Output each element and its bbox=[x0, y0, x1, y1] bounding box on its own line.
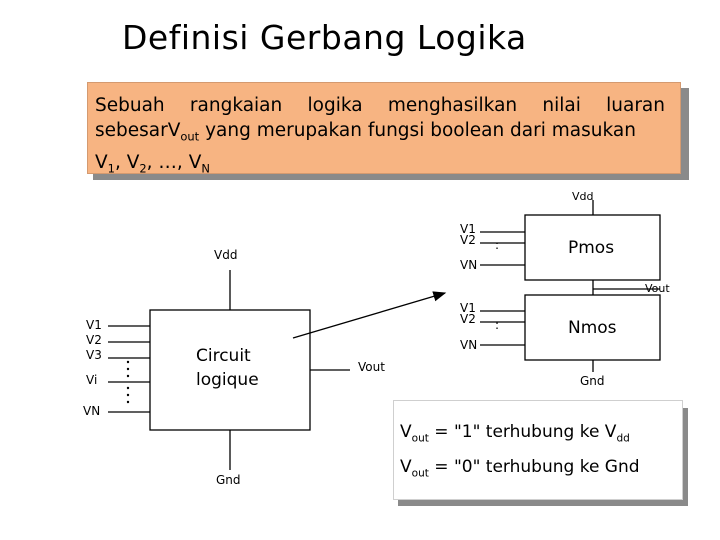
pmos-vdd-label: Vdd bbox=[572, 190, 594, 203]
pmos-dots: : bbox=[495, 238, 500, 252]
definition-line-3: V1, V2, …, VN bbox=[95, 150, 665, 182]
circuit-vout-label: Vout bbox=[358, 360, 385, 374]
def-v-out-text: sebesarV bbox=[95, 120, 181, 141]
rule1-text: = "1" terhubung ke V bbox=[428, 422, 617, 442]
pmos-input-label-vn: VN bbox=[460, 258, 478, 272]
rule1-v-sub: out bbox=[411, 432, 429, 445]
rule1-vdd-sub: dd bbox=[616, 432, 630, 445]
def-line2-rest: yang merupakan fungsi boolean dari masuk… bbox=[199, 120, 636, 141]
nmos-input-label-v1: V1 bbox=[460, 301, 476, 315]
definition-text: Sebuah rangkaian logika menghasilkan nil… bbox=[95, 93, 665, 181]
rule1-v: V bbox=[400, 422, 412, 442]
nmos-gnd-label: Gnd bbox=[580, 374, 605, 388]
rule2-text: = "0" terhubung ke Gnd bbox=[428, 457, 640, 477]
def-l3-s2: 2 bbox=[139, 161, 147, 176]
rule2-v-sub: out bbox=[411, 467, 429, 480]
circuit-label-1: Circuit bbox=[196, 346, 251, 366]
definition-box bbox=[87, 82, 681, 174]
definition-line-2: sebesarVout yang merupakan fungsi boolea… bbox=[95, 118, 665, 150]
def-v-out-sub: out bbox=[180, 129, 200, 144]
pmos-input-label-v1: V1 bbox=[460, 222, 476, 236]
nmos-input-label-vn: VN bbox=[460, 338, 478, 352]
nmos-label: Nmos bbox=[568, 318, 617, 338]
input-label-vi: Vi bbox=[86, 373, 98, 387]
input-label-vn: VN bbox=[83, 404, 101, 418]
pmos-input-label-v2: V2 bbox=[460, 233, 476, 247]
ellipsis-dot bbox=[126, 393, 130, 397]
rules-box bbox=[393, 400, 683, 500]
def-l3-s1: 1 bbox=[107, 161, 115, 176]
def-l3-sn: N bbox=[201, 161, 210, 176]
input-label-v3: V3 bbox=[86, 348, 102, 362]
transform-arrow bbox=[292, 291, 447, 339]
nmos-dots: : bbox=[495, 318, 500, 332]
circuit-label-2: logique bbox=[196, 370, 259, 390]
ellipsis-dot bbox=[126, 386, 130, 390]
input-label-v2: V2 bbox=[86, 333, 102, 347]
nmos-input-label-v2: V2 bbox=[460, 312, 476, 326]
rule-line-2: Vout = "0" terhubung ke Gnd bbox=[400, 457, 640, 479]
def-l3-b: , V bbox=[114, 151, 140, 173]
ellipsis-dot bbox=[126, 400, 130, 404]
definition-line-1: Sebuah rangkaian logika menghasilkan nil… bbox=[95, 95, 665, 116]
ellipsis-dot bbox=[126, 374, 130, 378]
rule2-v: V bbox=[400, 457, 412, 477]
page-title: Definisi Gerbang Logika bbox=[122, 18, 527, 57]
ellipsis-dot bbox=[126, 360, 130, 364]
input-label-v1: V1 bbox=[86, 318, 102, 332]
def-l3-a: V bbox=[95, 151, 108, 173]
ellipsis-dot bbox=[126, 367, 130, 371]
rule-line-1: Vout = "1" terhubung ke Vdd bbox=[400, 422, 630, 444]
def-l3-c: , …, V bbox=[146, 151, 202, 173]
circuit-vdd-label: Vdd bbox=[214, 248, 238, 262]
vout-label: Vout bbox=[645, 282, 670, 295]
circuit-gnd-label: Gnd bbox=[216, 473, 241, 487]
pmos-label: Pmos bbox=[568, 238, 615, 258]
